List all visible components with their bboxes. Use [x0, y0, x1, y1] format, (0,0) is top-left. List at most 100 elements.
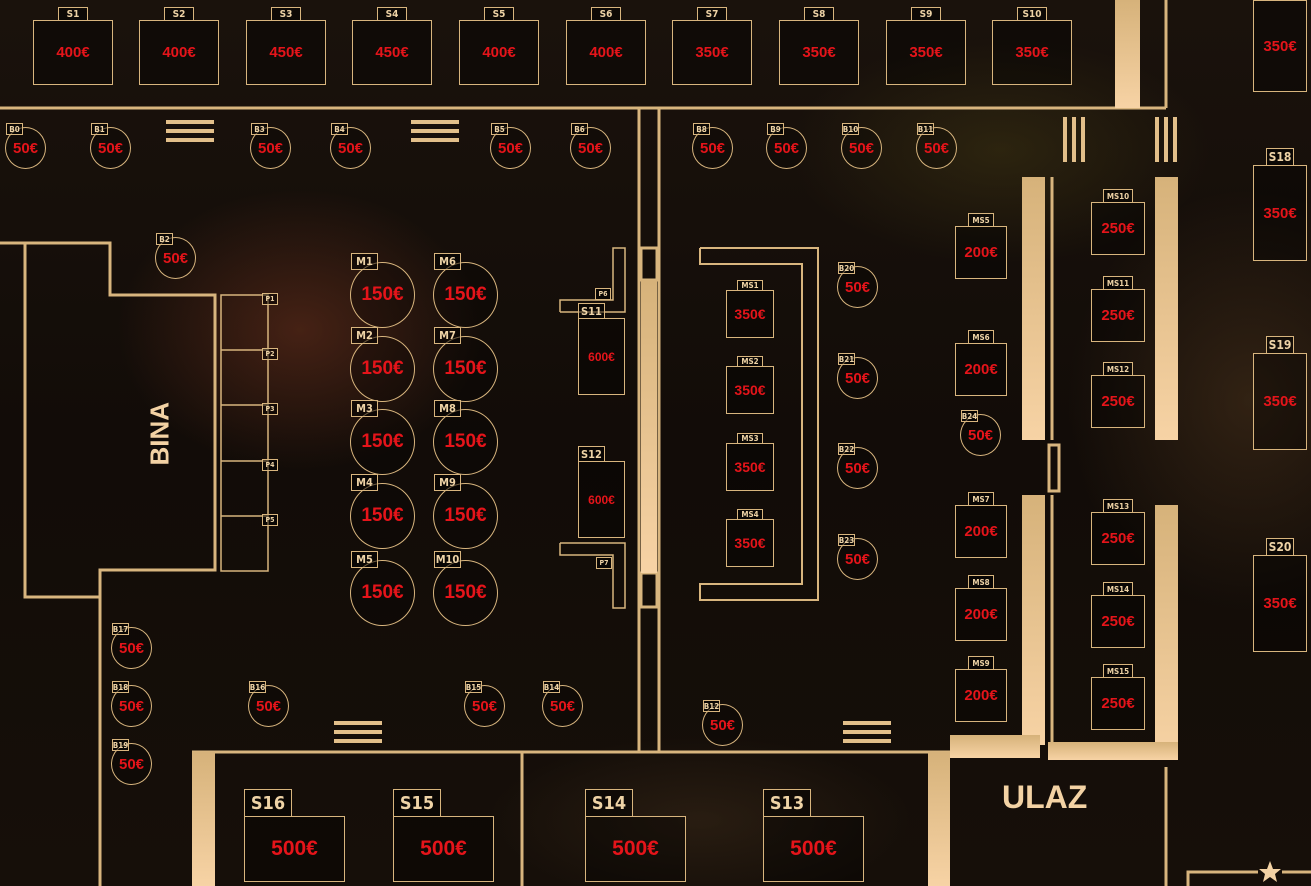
table-m9[interactable]: 150€ — [433, 483, 498, 549]
podium-p3[interactable]: P3 — [262, 403, 278, 415]
table-ms7[interactable]: 200€ — [955, 505, 1007, 558]
price-label: 150€ — [444, 582, 487, 603]
table-ms14[interactable]: 250€ — [1091, 595, 1145, 648]
table-ms9[interactable]: 200€ — [955, 669, 1007, 722]
table-ms6[interactable]: 200€ — [955, 343, 1007, 396]
table-s12[interactable]: 600€ — [578, 461, 625, 538]
price-label: 50€ — [471, 697, 498, 715]
table-ms4[interactable]: 350€ — [726, 519, 774, 567]
table-id-label: B3 — [251, 123, 268, 135]
table-m3[interactable]: 150€ — [350, 409, 415, 475]
price-label: 50€ — [118, 755, 145, 773]
barstool-b24[interactable]: 50€ — [960, 414, 1001, 456]
table-s7[interactable]: 350€ — [672, 20, 752, 85]
table-ms2[interactable]: 350€ — [726, 366, 774, 414]
table-id-label: MS6 — [968, 330, 994, 344]
table-id-label: S18 — [1266, 148, 1294, 166]
price-label: 50€ — [118, 639, 145, 657]
barstool-b4[interactable]: 50€ — [330, 127, 371, 169]
podium-p2[interactable]: P2 — [262, 348, 278, 360]
price-label: 200€ — [964, 523, 998, 540]
price-label: 150€ — [444, 358, 487, 379]
table-id-label: MS8 — [968, 575, 994, 589]
price-label: 150€ — [361, 358, 404, 379]
podium-p1[interactable]: P1 — [262, 293, 278, 305]
barstool-b12[interactable]: 50€ — [702, 704, 743, 746]
barstool-b14[interactable]: 50€ — [542, 685, 583, 727]
table-ms11[interactable]: 250€ — [1091, 289, 1145, 342]
table-s18[interactable]: 350€ — [1253, 165, 1307, 261]
stairs-icon — [1063, 117, 1085, 162]
table-s3[interactable]: 450€ — [246, 20, 326, 85]
price-label: 250€ — [1101, 695, 1135, 712]
table-s8[interactable]: 350€ — [779, 20, 859, 85]
podium-p6[interactable]: P6 — [595, 288, 611, 300]
barstool-b5[interactable]: 50€ — [490, 127, 531, 169]
price-label: 350€ — [734, 535, 766, 551]
table-s11[interactable]: 600€ — [578, 318, 625, 395]
table-ms5[interactable]: 200€ — [955, 226, 1007, 279]
table-s6[interactable]: 400€ — [566, 20, 646, 85]
table-m1[interactable]: 150€ — [350, 262, 415, 328]
table-ms1[interactable]: 350€ — [726, 290, 774, 338]
table-id-label: M2 — [351, 327, 378, 344]
table-s17[interactable]: 350€ — [1253, 0, 1307, 92]
table-s4[interactable]: 450€ — [352, 20, 432, 85]
price-label: 350€ — [734, 306, 766, 322]
table-id-label: S5 — [484, 7, 514, 21]
table-s13[interactable]: 500€ — [763, 816, 864, 882]
price-label: 50€ — [923, 139, 950, 157]
table-s5[interactable]: 400€ — [459, 20, 539, 85]
table-id-label: MS15 — [1103, 664, 1133, 678]
table-ms8[interactable]: 200€ — [955, 588, 1007, 641]
table-id-label: B8 — [693, 123, 710, 135]
price-label: 350€ — [695, 44, 729, 61]
table-id-label: M8 — [434, 400, 461, 417]
table-m6[interactable]: 150€ — [433, 262, 498, 328]
table-s15[interactable]: 500€ — [393, 816, 494, 882]
table-m4[interactable]: 150€ — [350, 483, 415, 549]
podium-p7[interactable]: P7 — [596, 557, 612, 569]
table-ms12[interactable]: 250€ — [1091, 375, 1145, 428]
price-label: 50€ — [255, 697, 282, 715]
table-id-label: MS5 — [968, 213, 994, 227]
barstool-b9[interactable]: 50€ — [766, 127, 807, 169]
price-label: 50€ — [97, 139, 124, 157]
barstool-b21[interactable]: 50€ — [837, 357, 878, 399]
table-id-label: M7 — [434, 327, 461, 344]
price-label: 350€ — [1263, 204, 1297, 222]
table-ms15[interactable]: 250€ — [1091, 677, 1145, 730]
table-s16[interactable]: 500€ — [244, 816, 345, 882]
table-id-label: M4 — [351, 474, 378, 491]
table-id-label: MS2 — [737, 356, 763, 367]
table-s20[interactable]: 350€ — [1253, 555, 1307, 652]
table-s14[interactable]: 500€ — [585, 816, 686, 882]
table-s19[interactable]: 350€ — [1253, 353, 1307, 450]
table-s9[interactable]: 350€ — [886, 20, 966, 85]
table-m8[interactable]: 150€ — [433, 409, 498, 475]
table-s2[interactable]: 400€ — [139, 20, 219, 85]
table-m2[interactable]: 150€ — [350, 336, 415, 402]
table-m5[interactable]: 150€ — [350, 560, 415, 626]
stairs-icon — [166, 120, 214, 142]
table-id-label: MS7 — [968, 492, 994, 506]
table-s1[interactable]: 400€ — [33, 20, 113, 85]
table-ms3[interactable]: 350€ — [726, 443, 774, 491]
podium-p5[interactable]: P5 — [262, 514, 278, 526]
podium-p4[interactable]: P4 — [262, 459, 278, 471]
barstool-b17[interactable]: 50€ — [111, 627, 152, 669]
table-s10[interactable]: 350€ — [992, 20, 1072, 85]
table-id-label: B14 — [543, 681, 560, 693]
table-ms13[interactable]: 250€ — [1091, 512, 1145, 565]
price-label: 500€ — [790, 837, 837, 860]
table-id-label: MS1 — [737, 280, 763, 291]
table-m10[interactable]: 150€ — [433, 560, 498, 626]
price-label: 350€ — [802, 44, 836, 61]
barstool-b6[interactable]: 50€ — [570, 127, 611, 169]
price-label: 250€ — [1101, 220, 1135, 237]
table-m7[interactable]: 150€ — [433, 336, 498, 402]
table-ms10[interactable]: 250€ — [1091, 202, 1145, 255]
price-label: 350€ — [1263, 595, 1297, 612]
price-label: 450€ — [269, 44, 303, 61]
